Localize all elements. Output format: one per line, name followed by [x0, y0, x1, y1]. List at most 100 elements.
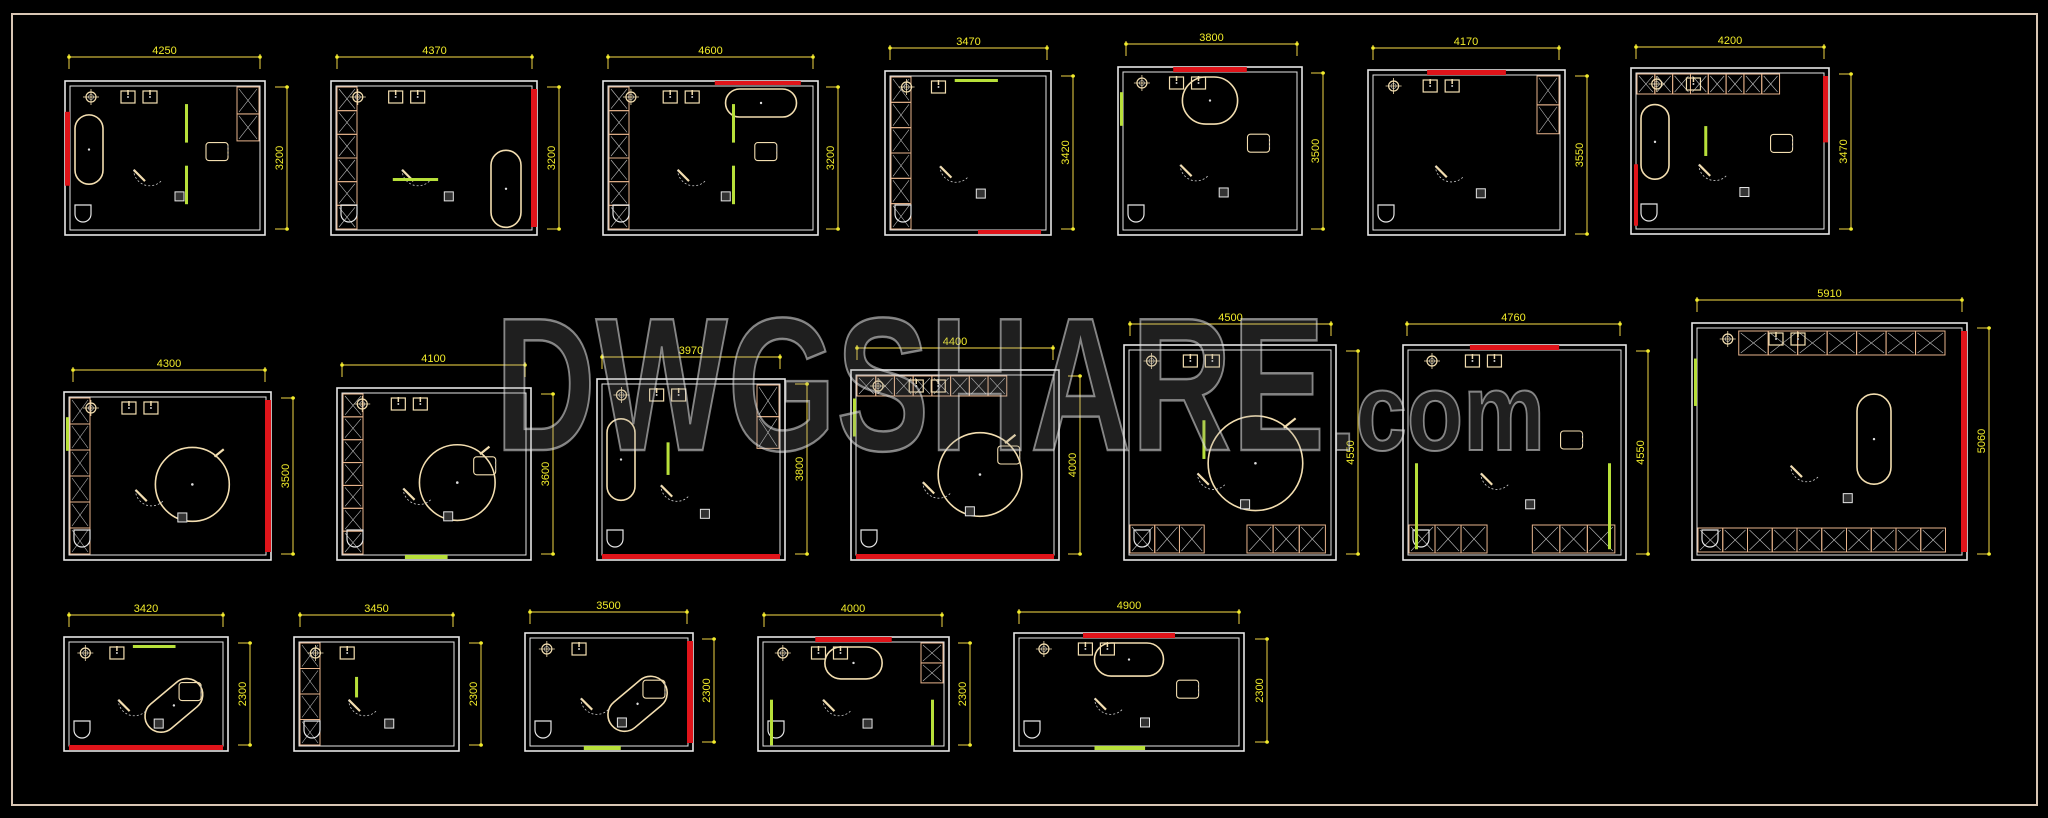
- width-label: 4900: [1117, 600, 1141, 612]
- floor-drain-icon: [174, 191, 185, 202]
- toilet-icon: [74, 204, 92, 223]
- glass-partition: [853, 398, 856, 437]
- floor-drain-icon: [862, 718, 873, 729]
- round-bathtub-icon: [418, 443, 496, 522]
- outer-wall: [63, 391, 272, 561]
- inner-wall: [607, 85, 814, 231]
- bathtub-icon: [1181, 76, 1239, 125]
- shower-head-icon: [77, 645, 94, 661]
- shower-head-icon: [82, 400, 99, 416]
- inner-wall: [601, 383, 781, 556]
- width-dimension: 4170: [1371, 36, 1561, 60]
- bathtub-icon: [490, 149, 522, 229]
- height-dimension: 2300: [1254, 637, 1269, 744]
- floor-drain-icon: [975, 188, 986, 199]
- width-dimension: 3470: [888, 36, 1049, 60]
- vanity-stool-icon: [205, 142, 229, 162]
- toilet-icon: [767, 720, 785, 739]
- height-label: 2300: [957, 682, 969, 706]
- glass-partition: [666, 442, 670, 475]
- height-dimension: 3500: [280, 396, 295, 556]
- outer-wall: [596, 378, 786, 561]
- cabinet: [1298, 524, 1326, 554]
- shower-head-icon: [870, 378, 887, 394]
- sink-icon: [1182, 354, 1198, 368]
- height-dimension: 3200: [546, 85, 561, 231]
- cabinet: [1915, 330, 1946, 356]
- toilet-icon: [1133, 529, 1151, 548]
- vanity-stool-icon: [1246, 133, 1271, 153]
- width-label: 3970: [679, 345, 703, 357]
- width-dimension: 3450: [298, 603, 455, 627]
- cabinets: [1129, 524, 1326, 554]
- door-swing: [132, 169, 162, 187]
- sink-icon: [1190, 76, 1207, 90]
- sink-icon: [930, 379, 946, 393]
- shower-head-icon: [898, 79, 915, 95]
- round-bathtub-icon: [1207, 415, 1304, 512]
- cabinets: [920, 642, 944, 684]
- cabinets: [1408, 524, 1616, 554]
- floor-drain-icon: [1240, 499, 1251, 510]
- outer-wall: [884, 70, 1052, 236]
- width-dimension: 4300: [71, 358, 267, 382]
- height-label: 4000: [1067, 453, 1079, 477]
- height-label: 3500: [280, 464, 292, 488]
- width-label: 4100: [421, 353, 445, 365]
- height-label: 3470: [1838, 139, 1850, 163]
- height-dimension: 2300: [468, 641, 483, 747]
- inner-wall: [1407, 349, 1622, 556]
- width-label: 4250: [152, 45, 176, 57]
- height-label: 2300: [237, 682, 249, 706]
- toilet-icon: [73, 720, 91, 739]
- door-swing: [922, 481, 951, 499]
- shower-head-icon: [349, 89, 366, 105]
- door-swing: [822, 699, 851, 717]
- door-swing: [1196, 472, 1226, 490]
- width-dimension: 4400: [855, 336, 1055, 360]
- cabinets: [236, 86, 260, 142]
- sink-icon: [1790, 332, 1806, 346]
- door-swing: [676, 169, 706, 187]
- width-label: 4600: [698, 45, 722, 57]
- sink-icon: [142, 90, 158, 104]
- toilet-icon: [612, 204, 630, 223]
- width-label: 4370: [422, 45, 446, 57]
- outer-wall: [1630, 67, 1830, 235]
- vanity-stool-icon: [178, 682, 202, 702]
- width-dimension: 4100: [340, 353, 527, 377]
- width-dimension: 4760: [1405, 312, 1622, 336]
- door-swing: [1093, 697, 1123, 715]
- shower-head-icon: [1035, 641, 1052, 657]
- vanity-stool-icon: [1770, 133, 1794, 153]
- cabinet: [1761, 73, 1781, 95]
- height-dimension: 3600: [540, 392, 555, 556]
- floor-drain-icon: [384, 718, 395, 729]
- shower-head-icon: [774, 645, 791, 661]
- outer-wall: [757, 636, 950, 752]
- toilet-icon: [1412, 529, 1430, 548]
- cabinets: [1536, 75, 1560, 135]
- glass-partition: [404, 555, 448, 559]
- width-label: 4170: [1454, 36, 1478, 48]
- width-dimension: 3500: [528, 600, 689, 624]
- width-dimension: 3420: [67, 603, 225, 627]
- inner-wall: [889, 75, 1047, 231]
- bathtub-icon: [1856, 393, 1892, 485]
- width-dimension: 4500: [1128, 312, 1333, 336]
- bathtub-icon: [724, 88, 798, 118]
- shower-head-icon: [354, 396, 371, 412]
- outer-wall: [330, 80, 538, 236]
- glass-partition: [954, 79, 998, 82]
- sink-icon: [671, 388, 687, 402]
- sink-icon: [388, 90, 404, 104]
- toilet-icon: [1701, 529, 1719, 548]
- door-swing: [401, 169, 430, 187]
- width-dimension: 3800: [1124, 32, 1299, 56]
